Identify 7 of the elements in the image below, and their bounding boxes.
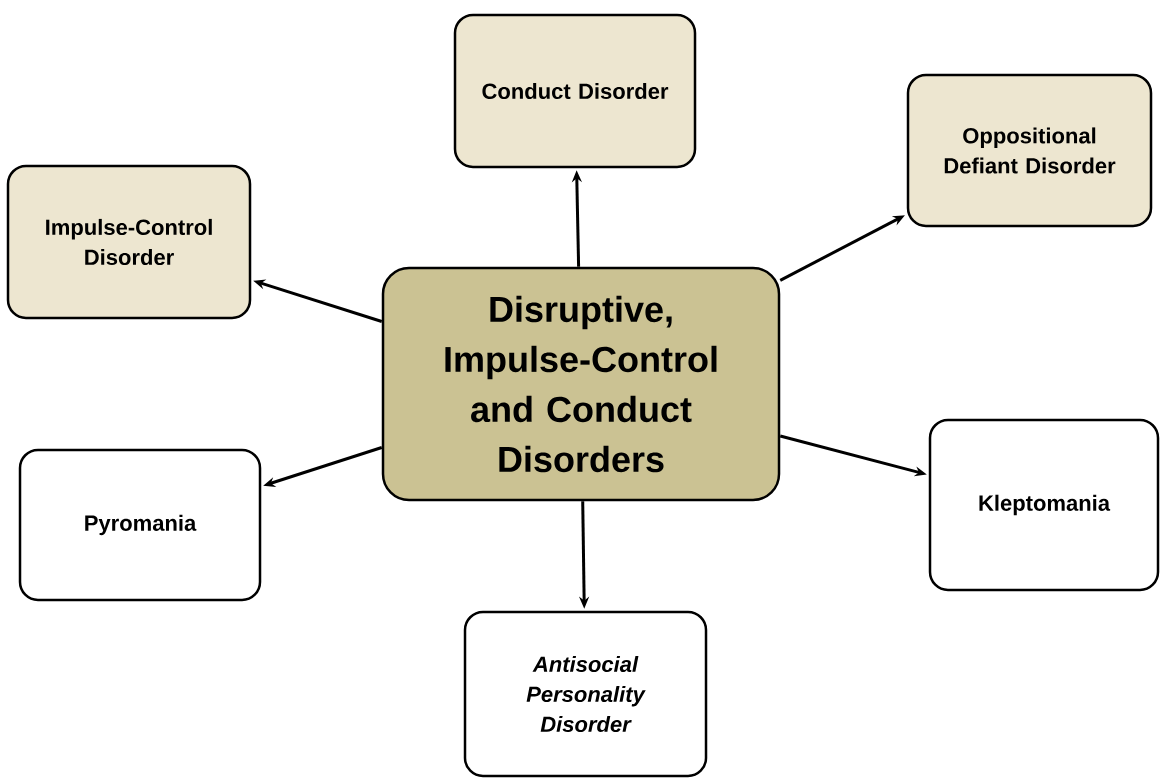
category-box: Pyromania (18, 448, 262, 602)
category-box: Kleptomania (928, 418, 1160, 592)
category-box: Oppositional Defiant Disorder (906, 73, 1153, 228)
category-box: Impulse-Control Disorder (6, 164, 252, 320)
category-box: Antisocial Personality Disorder (463, 610, 708, 778)
category-box: Conduct Disorder (453, 13, 697, 169)
central-box: Disruptive, Impulse-Control and Conduct Disorders (381, 266, 781, 502)
